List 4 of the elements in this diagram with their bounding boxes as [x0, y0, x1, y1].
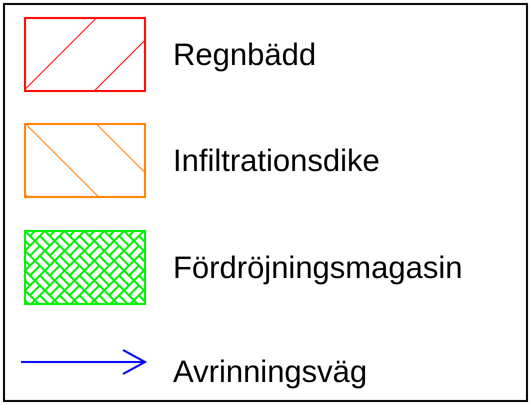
legend-label: Regnbädd: [173, 37, 316, 73]
legend-label: Infiltrationsdike: [173, 143, 380, 179]
legend-label: Avrinningsväg: [173, 354, 368, 390]
legend-label: Fördröjningsmagasin: [173, 250, 462, 286]
